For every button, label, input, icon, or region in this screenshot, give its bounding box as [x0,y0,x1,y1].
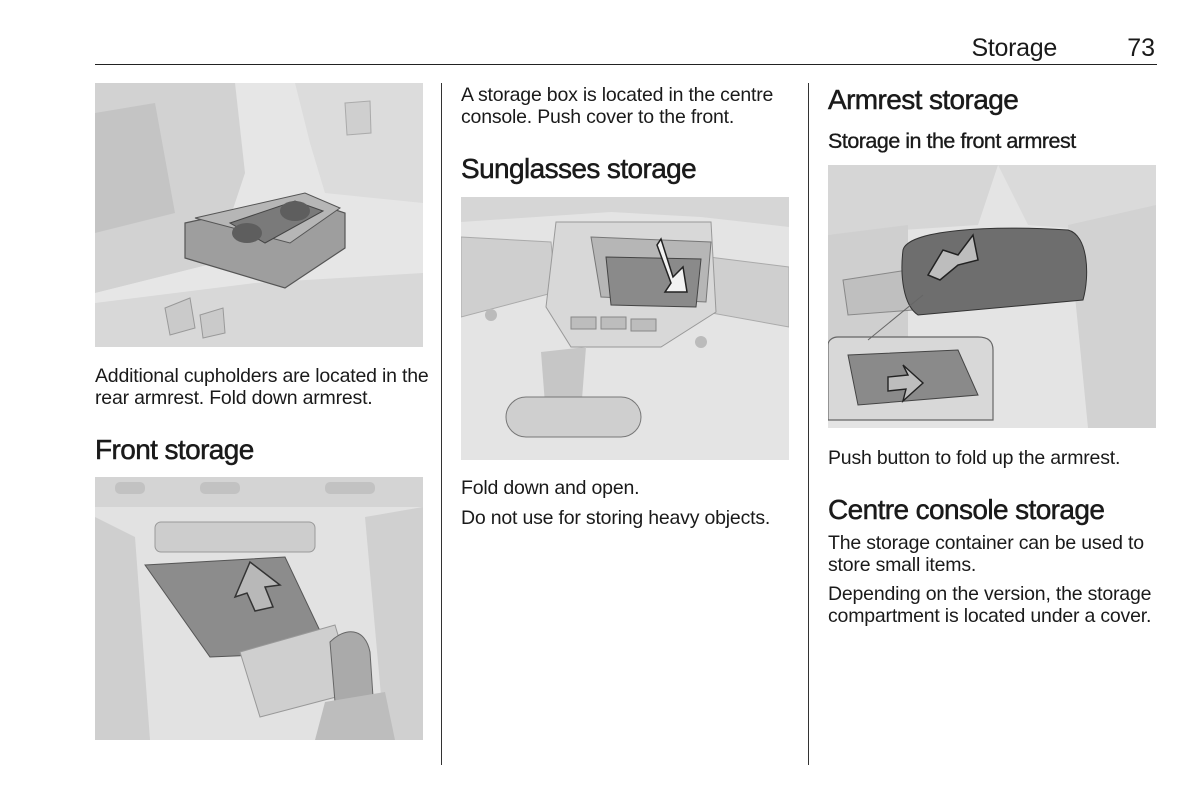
armrest-storage-heading: Armrest storage [828,84,1019,116]
storage-compartment-text: Depending on the version, the storage co… [828,583,1152,627]
armrest-caption: Push button to fold up the armrest. [828,447,1121,469]
column-divider-1 [441,83,443,765]
front-armrest-illustration [828,165,1156,428]
fold-down-text: Fold down and open. [461,477,640,499]
centre-console-storage-illustration [95,477,423,740]
sunglasses-storage-heading: Sunglasses storage [461,153,697,185]
heavy-objects-warning: Do not use for storing heavy objects. [461,507,771,529]
sunglasses-holder-illustration [461,197,789,460]
storage-box-text: A storage box is located in the centre c… [461,84,774,128]
storage-container-text: The storage container can be used to sto… [828,532,1144,576]
rear-armrest-cupholder-illustration [95,83,423,347]
page-number: 73 [1127,34,1155,62]
page-header: Storage 73 [95,30,1157,65]
front-armrest-subheading: Storage in the front armrest [828,129,1077,153]
column-divider-2 [808,83,810,765]
centre-console-storage-heading: Centre console storage [828,494,1105,526]
cupholders-caption: Additional cupholders are located in the… [95,365,429,409]
front-storage-heading: Front storage [95,434,255,466]
section-title: Storage [971,34,1058,62]
